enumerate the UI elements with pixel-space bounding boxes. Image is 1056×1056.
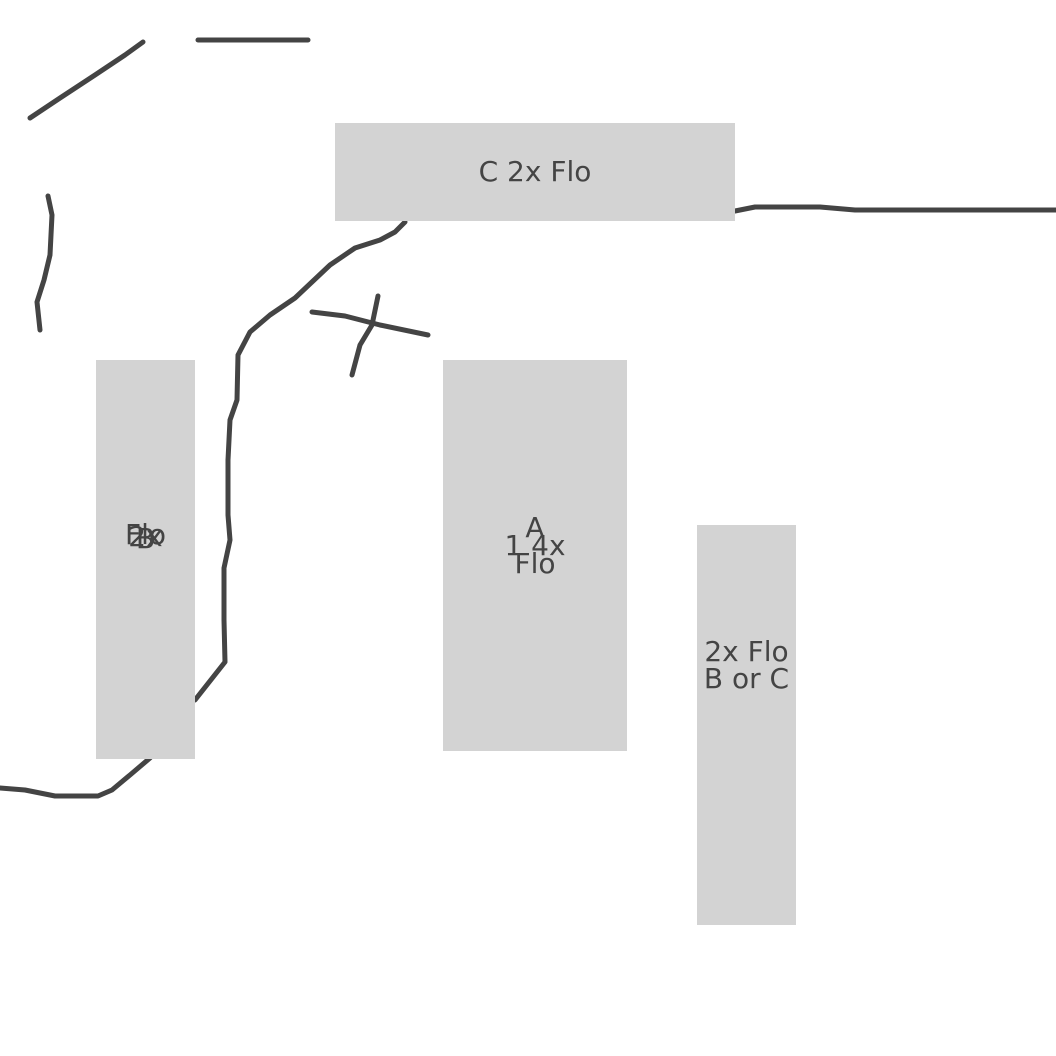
stroke-cross-vertical: [349, 293, 381, 378]
stroke-top-left-diagonal: [27, 39, 146, 121]
box-a-label: A 1 4x Flo: [504, 511, 566, 583]
box-c-label: C 2x Flo: [479, 153, 592, 191]
box-b: B 2x Flo: [96, 360, 195, 759]
box-b-label-line: B: [135, 521, 156, 555]
stroke-bottom-left-curve: [0, 755, 153, 799]
box-a-label-line: Flo: [514, 546, 556, 580]
box-c-label-line: C 2x Flo: [478, 155, 592, 188]
box-a-label-line: A: [525, 510, 545, 544]
box-b-or-c-label-line: 2x Flo: [704, 635, 789, 668]
stroke-long-curve: [192, 219, 408, 703]
box-a: A 1 4x Flo: [443, 360, 627, 751]
box-b-label-line: Flo: [124, 517, 166, 551]
box-c: C 2x Flo: [335, 123, 735, 221]
box-b-or-c-label-line: B or C: [703, 662, 790, 695]
stroke-cross-horizontal: [309, 309, 431, 338]
box-b-label-line: 2x: [128, 519, 163, 553]
box-b-or-c: B or C 2x Flo: [697, 525, 796, 925]
box-a-label-line: 1 4x: [504, 528, 566, 562]
stroke-right-horizontal: [732, 204, 1056, 214]
stroke-left-vertical: [34, 193, 55, 333]
